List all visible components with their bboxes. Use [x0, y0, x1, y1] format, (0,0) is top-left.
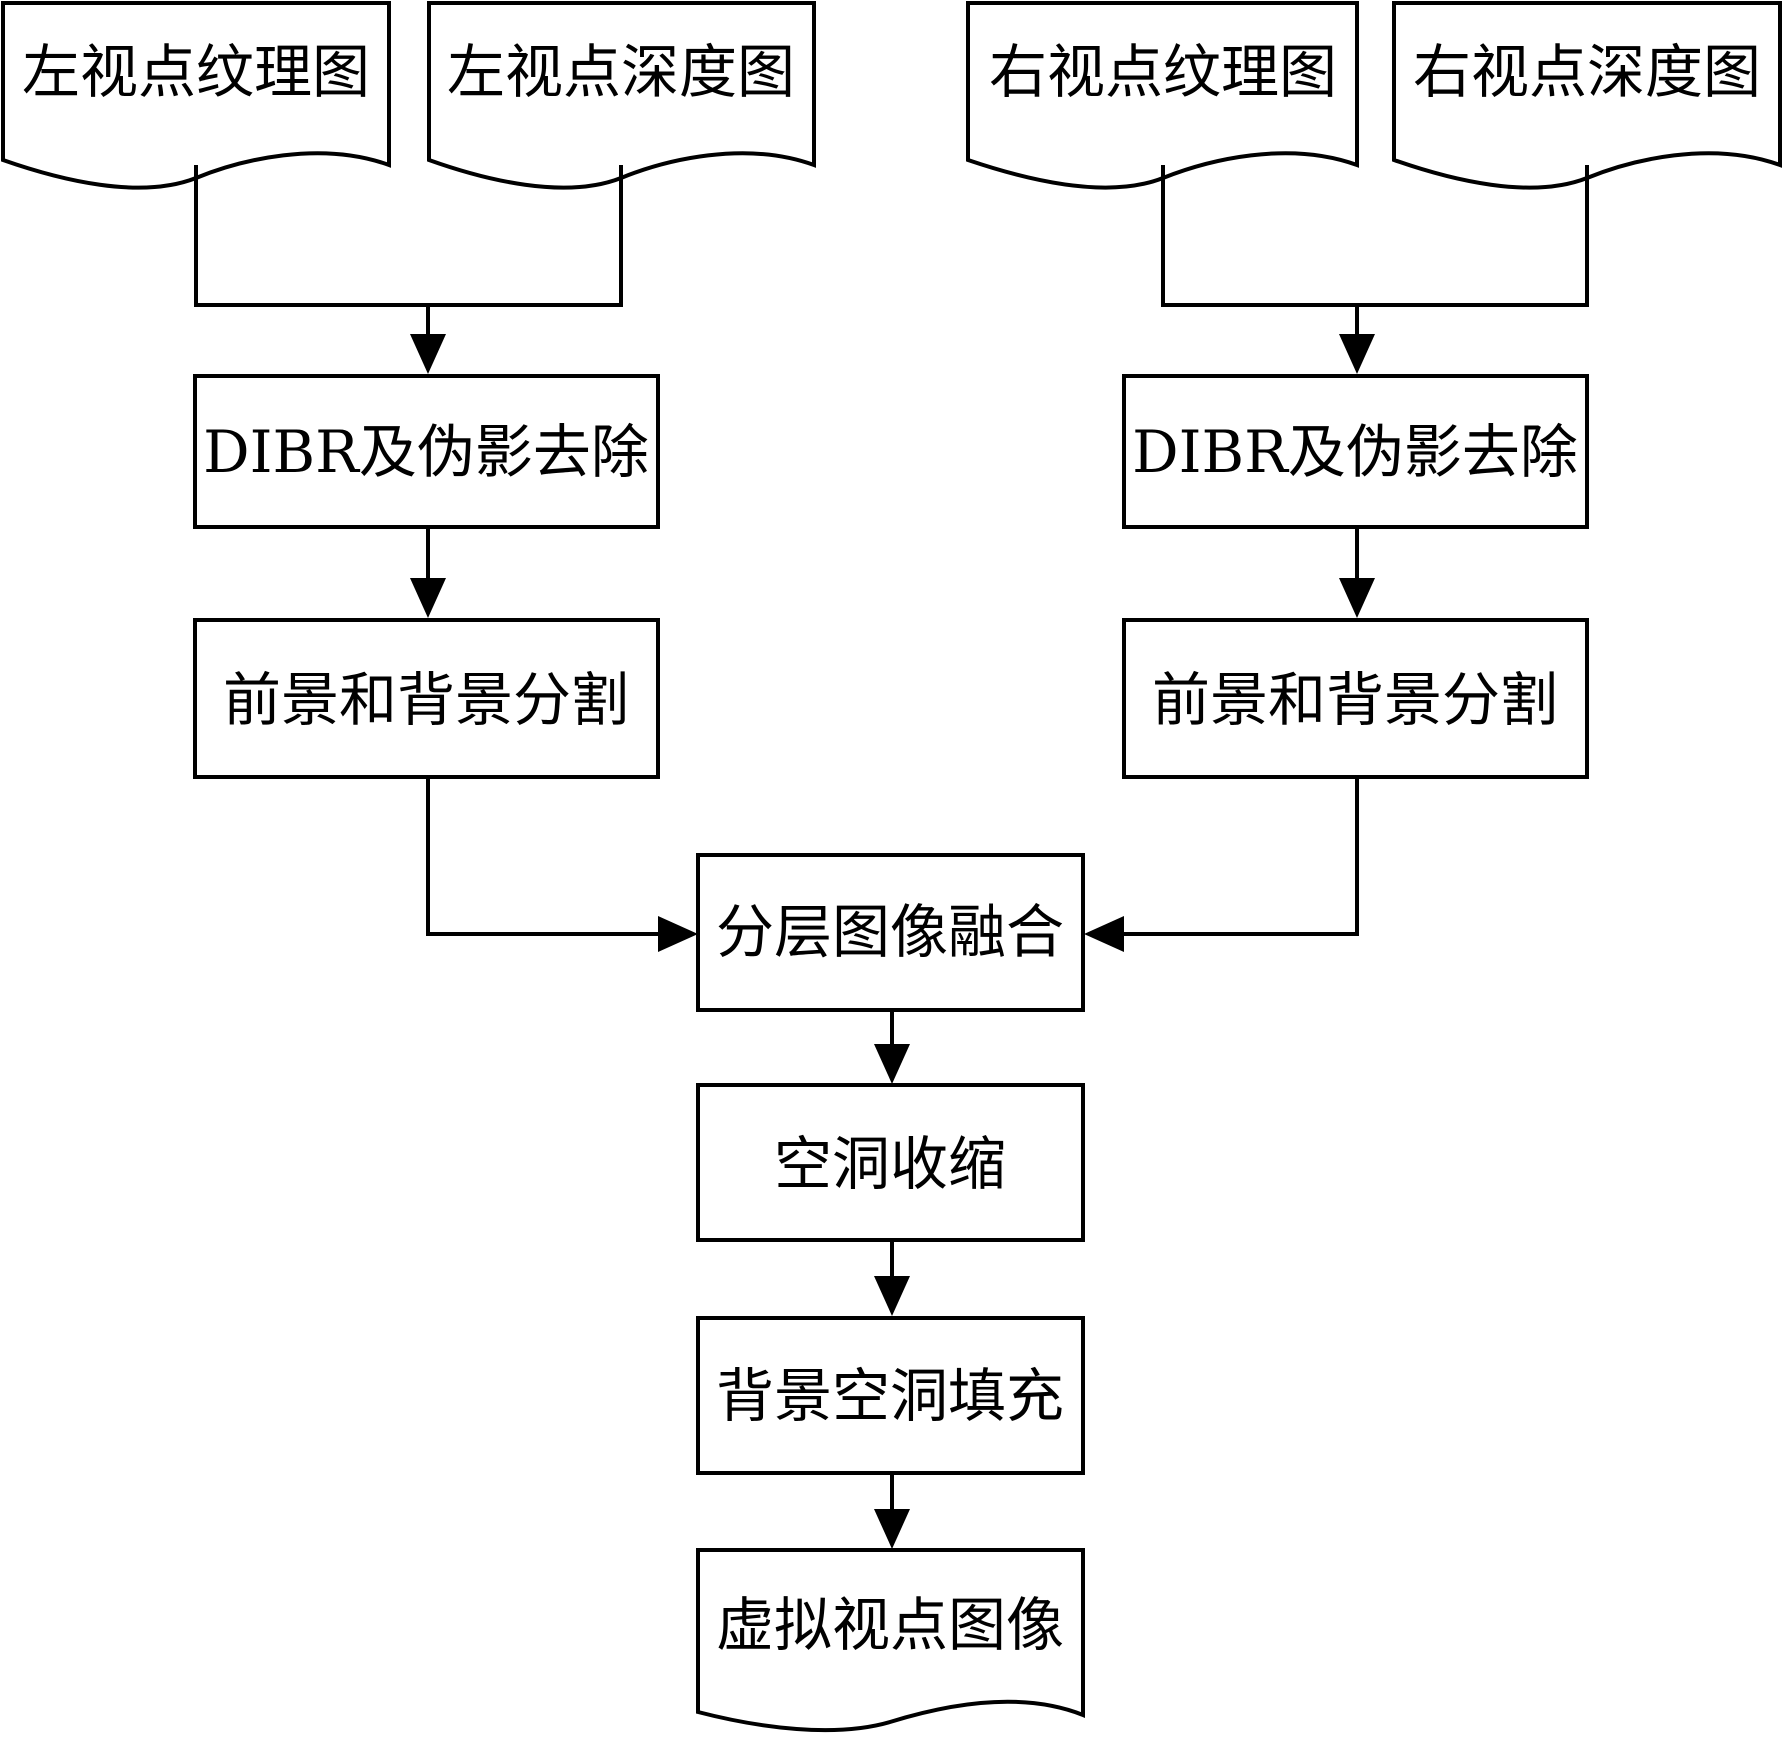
- right-dibr-label: DIBR及伪影去除: [1132, 418, 1578, 486]
- shrink-arrowhead: [874, 1044, 910, 1084]
- fill-arrowhead: [874, 1276, 910, 1316]
- left-seg-arrowhead: [410, 578, 446, 618]
- output-document: [696, 1548, 1085, 1733]
- right-seg-arrowhead: [1339, 578, 1375, 618]
- left-docs-merge-connector: [194, 165, 623, 307]
- left-dibr-label: DIBR及伪影去除: [203, 418, 649, 486]
- left-seg-to-fusion-line: [426, 777, 672, 936]
- right-seg-to-fusion-line: [1110, 777, 1359, 936]
- right-depth-label: 右视点深度图: [1413, 38, 1761, 106]
- right-fusion-arrowhead: [1084, 916, 1124, 952]
- left-dibr-box: [193, 374, 660, 529]
- right-segmentation-box: [1122, 618, 1589, 779]
- right-dibr-box: [1122, 374, 1589, 529]
- right-docs-merge-connector: [1161, 165, 1589, 307]
- fusion-label: 分层图像融合: [716, 898, 1064, 966]
- left-depth-label: 左视点深度图: [447, 38, 795, 106]
- output-arrowhead: [874, 1509, 910, 1549]
- hole-fill-label: 背景空洞填充: [716, 1362, 1064, 1430]
- left-segmentation-box: [193, 618, 660, 779]
- right-dibr-arrowhead: [1339, 334, 1375, 374]
- fusion-box: [696, 853, 1085, 1012]
- hole-fill-box: [696, 1316, 1085, 1475]
- left-dibr-arrowhead: [410, 334, 446, 374]
- left-texture-label: 左视点纹理图: [22, 38, 370, 106]
- right-texture-label: 右视点纹理图: [989, 38, 1337, 106]
- right-segmentation-label: 前景和背景分割: [1152, 666, 1558, 734]
- output-label: 虚拟视点图像: [716, 1591, 1064, 1659]
- left-segmentation-label: 前景和背景分割: [223, 666, 629, 734]
- hole-shrink-box: [696, 1083, 1085, 1242]
- left-fusion-arrowhead: [658, 916, 698, 952]
- hole-shrink-label: 空洞收缩: [774, 1130, 1006, 1198]
